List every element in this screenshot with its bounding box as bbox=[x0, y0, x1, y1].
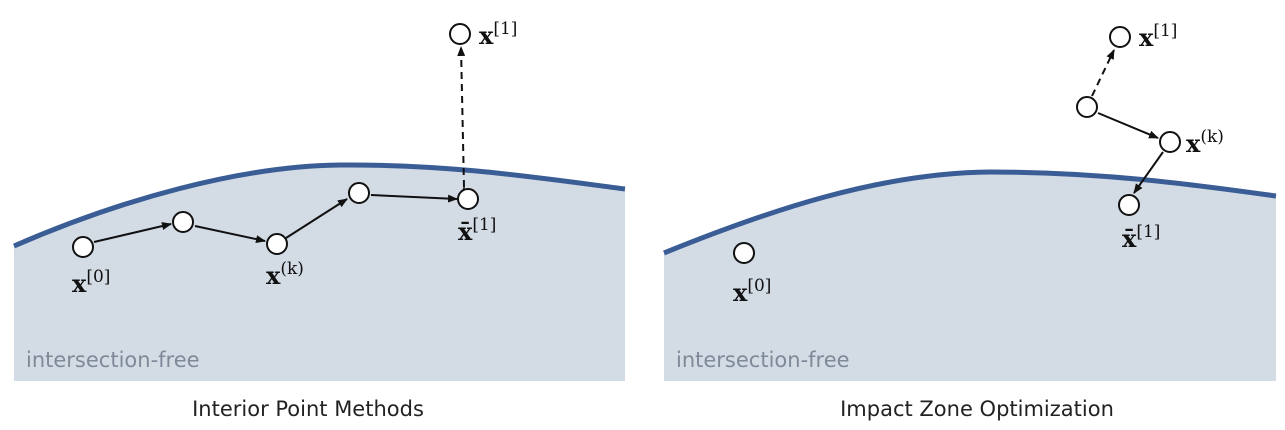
node-intermediate bbox=[172, 211, 194, 233]
node-xk bbox=[1159, 131, 1181, 153]
path-arrow bbox=[1097, 112, 1159, 139]
node-x1 bbox=[1109, 26, 1131, 48]
boundary-curve bbox=[663, 169, 1277, 256]
label-xbar1: x̄[1] bbox=[458, 215, 496, 246]
path-arrow bbox=[1133, 151, 1164, 194]
node-xbar1 bbox=[457, 188, 479, 210]
label-x0: x[0] bbox=[72, 267, 110, 298]
label-x1: x[1] bbox=[1139, 21, 1177, 52]
boundary-curve bbox=[13, 162, 626, 249]
intersection-free-region bbox=[664, 172, 1276, 381]
region-label: intersection-free bbox=[676, 348, 850, 372]
intersection-free-region bbox=[14, 164, 625, 381]
label-x0: x[0] bbox=[733, 276, 771, 307]
region-label: intersection-free bbox=[26, 348, 200, 372]
dashed-step-arrow bbox=[1091, 49, 1115, 97]
label-xk: x(k) bbox=[266, 259, 304, 290]
projection-dashed-arrow bbox=[457, 46, 469, 197]
panel-caption: Interior Point Methods bbox=[192, 397, 424, 421]
node-x1 bbox=[449, 23, 471, 45]
panel-caption: Impact Zone Optimization bbox=[840, 397, 1114, 421]
node-x0 bbox=[733, 242, 755, 264]
path-arrow bbox=[93, 222, 172, 243]
node-xbar1 bbox=[1118, 194, 1140, 216]
path-arrow bbox=[194, 225, 266, 244]
path-arrow bbox=[285, 198, 348, 239]
label-xk: x(k) bbox=[1186, 127, 1224, 158]
label-xbar1: x̄[1] bbox=[1122, 222, 1160, 253]
label-x1: x[1] bbox=[479, 19, 517, 50]
panel-impact-zone: intersection-free x[0] x(k) x̄[1] x[1] I… bbox=[663, 21, 1277, 421]
path-arrow bbox=[370, 194, 458, 203]
node-intermediate bbox=[348, 182, 370, 204]
node-x0 bbox=[72, 236, 94, 258]
node-xk bbox=[266, 233, 288, 255]
panel-interior-point: intersection-free x[0] x(k) x̄[1] x[1] I… bbox=[13, 19, 626, 421]
node-intermediate bbox=[1076, 96, 1098, 118]
